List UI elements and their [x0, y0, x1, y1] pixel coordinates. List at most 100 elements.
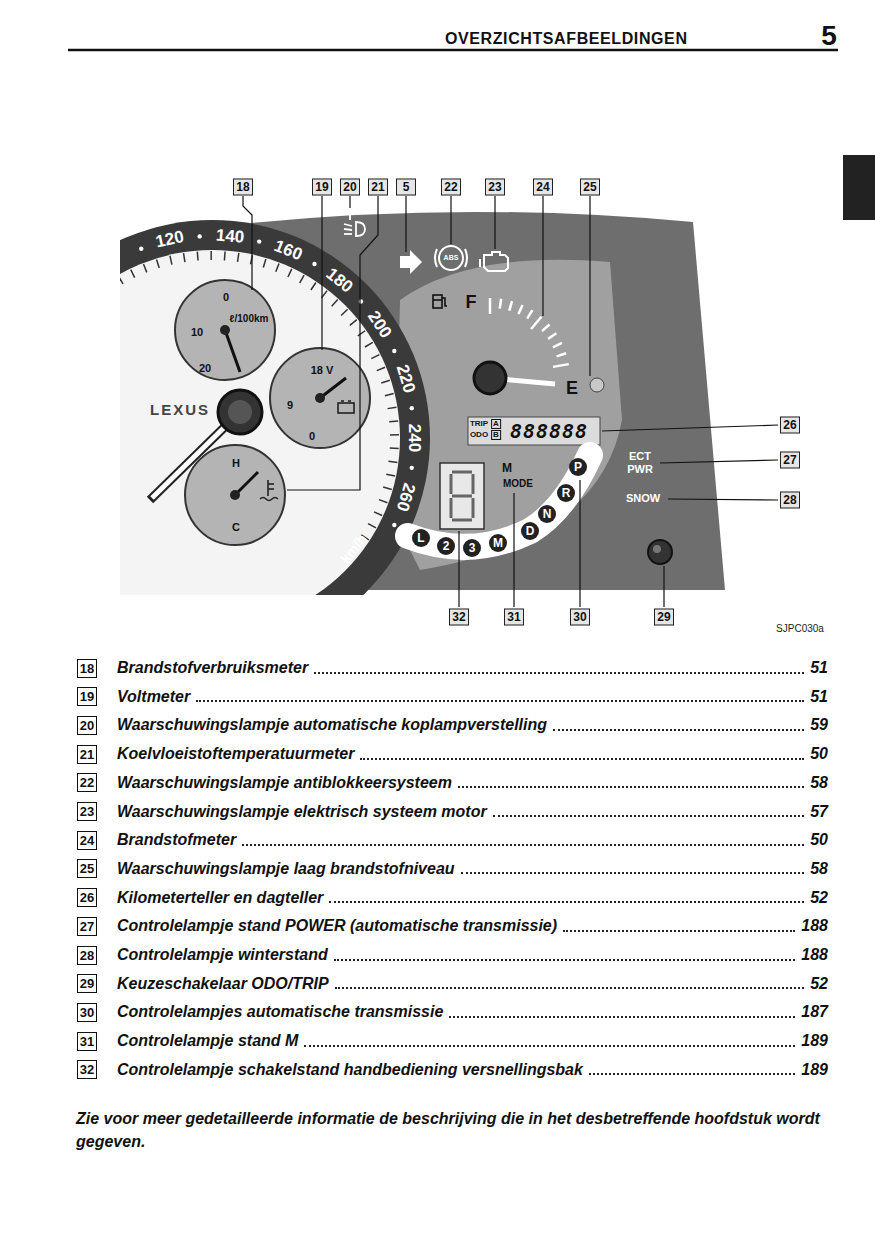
scale-tick — [288, 269, 292, 277]
scale-tick — [263, 259, 266, 268]
leader-dots — [334, 959, 796, 961]
fuel-tick — [553, 343, 562, 347]
scale-tick — [368, 524, 376, 528]
gear-indicator: L — [412, 529, 430, 547]
fuel-tick — [500, 299, 501, 309]
page-reference: 50 — [810, 831, 828, 849]
mode-indicator: M — [502, 462, 512, 475]
leader-dots — [360, 758, 804, 760]
leader-dots — [196, 700, 804, 702]
page-reference: 58 — [810, 774, 828, 792]
gauge-scale-letter: C — [232, 521, 240, 533]
engine-icon — [480, 252, 508, 271]
callout-number: 31 — [504, 609, 524, 626]
header-rule — [68, 49, 838, 52]
leader-dots — [493, 815, 805, 817]
index-row: 32Controlelampje schakelstand handbedien… — [77, 1060, 828, 1080]
gear-indicator: R — [557, 484, 575, 502]
callout-number: 32 — [449, 609, 469, 626]
fuel-tick — [557, 353, 567, 356]
index-row: 25 Waarschuwingslampje laag brandstofnive… — [77, 859, 828, 879]
index-entry: Keuzeschakelaar ODO/TRIP — [117, 975, 329, 993]
display-label: A — [491, 419, 501, 429]
fuel-tick — [527, 310, 532, 318]
callout-number: 20 — [340, 179, 360, 196]
index-row: 23Waarschuwingslampje elektrisch systeem… — [77, 802, 828, 822]
speed-scale-number: 120 — [154, 228, 186, 252]
fuel-pump-icon — [433, 295, 447, 308]
speedometer-face — [120, 250, 400, 595]
leader-dots — [458, 786, 804, 788]
index-entry: Kilometerteller en dagteller — [117, 889, 323, 907]
page-reference: 57 — [810, 803, 828, 821]
display-label: TRIP — [470, 420, 488, 429]
scale-tick — [374, 512, 382, 516]
callout-number: 22 — [441, 179, 461, 196]
page-reference: 51 — [810, 659, 828, 677]
scale-tick — [365, 342, 373, 347]
index-row: 31Controlelampje stand M189 — [77, 1031, 828, 1051]
display-label: ODO — [470, 431, 488, 440]
needle-hub — [228, 400, 252, 424]
page-reference: 189 — [801, 1032, 828, 1050]
gear-indicator: D — [521, 522, 539, 540]
temperature-gauge — [185, 445, 285, 545]
callout-number: 21 — [77, 745, 97, 764]
callout-number: 19 — [77, 687, 97, 706]
speed-unit: km/h — [338, 531, 370, 566]
scale-tick — [332, 300, 338, 307]
gauge-scale-number: 0 — [309, 430, 315, 442]
scale-tick — [383, 487, 392, 489]
gauge-scale-number: 18 V — [311, 364, 334, 376]
scale-tick — [386, 474, 395, 476]
fuel-tick — [531, 317, 541, 329]
fuel-tick — [553, 364, 569, 367]
leader-dots — [589, 1073, 795, 1075]
callout-number: 23 — [77, 802, 97, 821]
brand-logo: LEXUS — [150, 402, 210, 419]
page-reference: 189 — [801, 1061, 828, 1079]
needle — [225, 330, 240, 372]
speed-scale-number: 260 — [392, 481, 418, 514]
callout-number: 24 — [533, 179, 553, 196]
callout-number: 20 — [77, 716, 97, 735]
fuel-tick — [548, 333, 556, 339]
abs-icon — [435, 249, 467, 267]
scale-tick — [300, 275, 304, 283]
scale-tick — [170, 256, 172, 265]
callout-number: 28 — [77, 946, 97, 965]
scale-tick — [358, 331, 365, 336]
needle-hub — [315, 393, 325, 403]
index-entry: Waarschuwingslampje antiblokkeersysteem — [117, 774, 452, 792]
page-reference: 58 — [810, 860, 828, 878]
index-row: 29Keuzeschakelaar ODO/TRIP52 — [77, 974, 828, 994]
mode-indicator: MODE — [503, 478, 533, 489]
callout-number: 25 — [77, 859, 97, 878]
leader-dots — [335, 987, 805, 989]
scale-tick — [377, 367, 385, 370]
page-reference: 188 — [801, 946, 828, 964]
index-entry: Controlelampje schakelstand handbedienin… — [117, 1061, 583, 1079]
callout-number: 25 — [580, 179, 600, 196]
odometer-digits: 888888 — [510, 420, 588, 442]
speed-scale-number: 140 — [215, 226, 245, 247]
scale-dot — [410, 406, 414, 410]
scale-tick — [381, 380, 390, 383]
needle-hub — [220, 325, 230, 335]
scale-tick — [238, 253, 239, 262]
turn-arrow-icon — [400, 250, 422, 274]
scale-tick — [276, 263, 279, 271]
fuel-consumption-gauge — [175, 280, 275, 380]
index-entry: Waarschuwingslampje laag brandstofniveau — [117, 860, 455, 878]
callout-number: 19 — [312, 179, 332, 196]
fuel-tick — [518, 305, 522, 314]
scale-tick — [350, 320, 357, 326]
inner-panel — [395, 260, 622, 570]
scale-tick — [184, 253, 185, 262]
index-entry: Controlelampje winterstand — [117, 946, 328, 964]
scale-tick — [224, 251, 226, 260]
speed-scale-number: 240 — [405, 424, 424, 452]
low-fuel-lamp — [590, 378, 604, 392]
leader-dots — [314, 672, 804, 674]
